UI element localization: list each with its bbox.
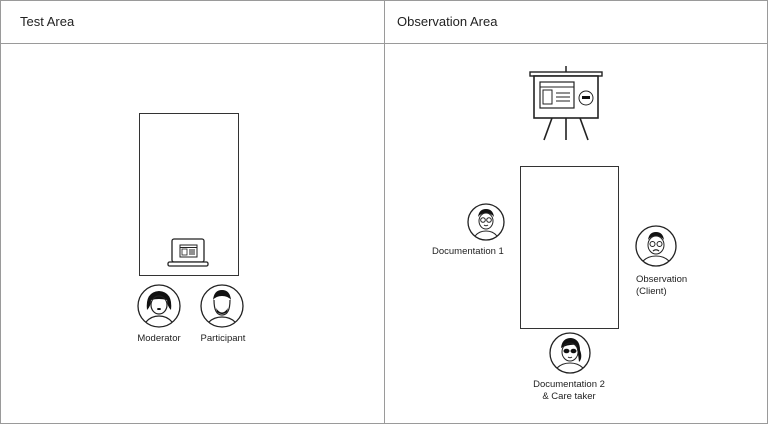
- laptop-icon: [167, 238, 209, 267]
- man-glasses-frown-avatar-icon: [635, 225, 677, 267]
- observation-label: Observation: [636, 274, 688, 285]
- man-glasses-avatar-icon: [467, 203, 505, 241]
- woman-avatar-icon: [137, 284, 181, 328]
- moderator-label: Moderator: [137, 333, 181, 344]
- participant-label: Participant: [200, 333, 246, 344]
- observation-table: [520, 166, 619, 329]
- documentation-1-label: Documentation 1: [432, 246, 504, 257]
- test-area-title: Test Area: [20, 14, 75, 29]
- bearded-man-avatar-icon: [200, 284, 244, 328]
- observation-client-label: (Client): [636, 286, 667, 297]
- observation-area-title: Observation Area: [397, 14, 498, 29]
- documentation-2-label: Documentation 2: [533, 379, 605, 390]
- care-taker-label: & Care taker: [542, 391, 596, 402]
- woman-sunglasses-avatar-icon: [549, 332, 591, 374]
- area-divider: [384, 0, 385, 424]
- projector-screen-icon: [529, 66, 603, 141]
